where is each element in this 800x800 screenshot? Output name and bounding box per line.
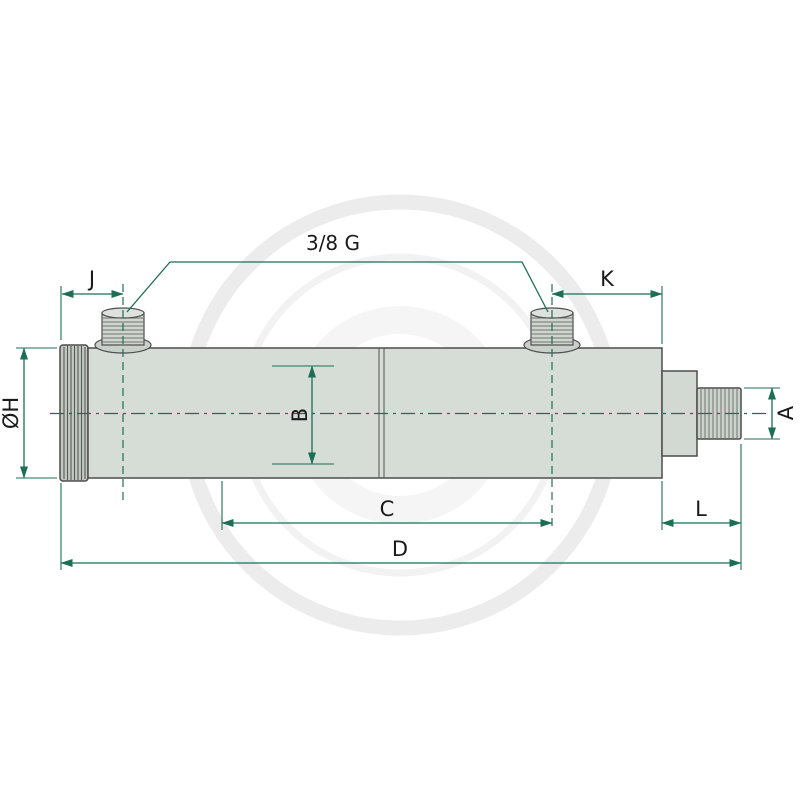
centerlines (50, 284, 766, 530)
dim-j-label: J (87, 267, 95, 291)
dim-a-label: A (774, 405, 798, 420)
dim-diameter-h: ØH (0, 347, 57, 479)
dim-d: D (60, 483, 742, 570)
dim-c-label: C (380, 497, 395, 521)
dim-l-label: L (695, 497, 707, 521)
dim-a: A (744, 387, 798, 440)
dim-k-label: K (600, 267, 615, 291)
dim-b-label: B (288, 408, 312, 422)
dim-d-label: D (392, 537, 408, 561)
dim-l: L (661, 444, 742, 570)
dim-k: K (551, 267, 663, 344)
dim-diameter-h-label: ØH (0, 397, 23, 429)
dim-j: J (60, 267, 124, 340)
dim-c: C (221, 481, 553, 530)
dim-b: B (272, 365, 334, 465)
thread-spec-label: 3/8 G (306, 231, 360, 255)
thread-spec-leader: 3/8 G (126, 231, 549, 313)
